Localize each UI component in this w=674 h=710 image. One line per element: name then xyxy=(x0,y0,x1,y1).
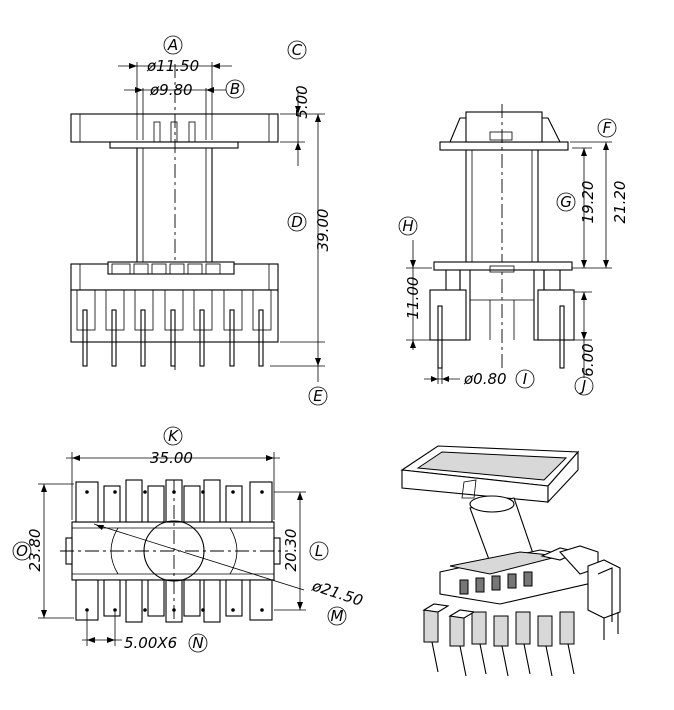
label-i: I xyxy=(515,369,535,389)
svg-text:B: B xyxy=(230,80,240,98)
label-o: O xyxy=(12,541,32,561)
label-e: E xyxy=(308,386,328,406)
bottom-view xyxy=(38,452,306,646)
dim-d0-80: ø0.80 xyxy=(463,370,507,388)
dim-h39-00: 39.00 xyxy=(314,209,332,252)
dim-h21-20: 21.20 xyxy=(611,181,629,224)
svg-text:M: M xyxy=(331,607,344,625)
dim-d21-50: ø21.50 xyxy=(309,576,365,610)
label-c: C xyxy=(287,40,307,60)
dim-d11-50: ø11.50 xyxy=(146,57,199,75)
label-l: L xyxy=(309,541,329,561)
svg-text:O: O xyxy=(16,542,28,560)
dim-w35-00: 35.00 xyxy=(150,449,193,467)
svg-text:G: G xyxy=(560,193,572,211)
label-n: N xyxy=(188,633,208,653)
side-view xyxy=(406,104,612,384)
isometric-view xyxy=(400,445,621,677)
svg-text:E: E xyxy=(313,387,323,405)
dimension-text: ø11.50 ø9.80 5.00 39.00 19.20 21.20 11.0… xyxy=(26,57,629,652)
label-j: J xyxy=(574,376,594,396)
svg-text:H: H xyxy=(402,217,413,235)
balloon-labels: A B C D E F G H I J K L M N O xyxy=(12,35,617,653)
dim-w20-30: 20.30 xyxy=(282,529,300,572)
dim-h5-00: 5.00 xyxy=(293,85,311,118)
dim-h19-20: 19.20 xyxy=(579,181,597,224)
label-k: K xyxy=(163,426,183,446)
svg-text:N: N xyxy=(192,634,203,652)
dim-h11-00: 11.00 xyxy=(404,277,422,320)
dim-h23-80: 23.80 xyxy=(26,529,44,572)
label-h: H xyxy=(398,216,418,236)
svg-text:C: C xyxy=(292,41,303,59)
dim-pitch: 5.00X6 xyxy=(124,634,177,652)
label-a: A xyxy=(163,35,183,55)
svg-text:J: J xyxy=(579,377,586,395)
front-view xyxy=(70,62,325,382)
svg-text:A: A xyxy=(167,36,178,54)
svg-text:I: I xyxy=(523,370,528,388)
svg-text:F: F xyxy=(603,119,612,137)
svg-text:D: D xyxy=(291,213,303,231)
label-m: M xyxy=(327,606,347,626)
label-d: D xyxy=(287,212,307,232)
label-b: B xyxy=(225,79,245,99)
label-g: G xyxy=(556,192,576,212)
label-f: F xyxy=(597,118,617,138)
dim-h6-00: 6.00 xyxy=(579,343,597,376)
dim-d9-80: ø9.80 xyxy=(149,81,193,99)
svg-text:K: K xyxy=(168,427,179,445)
svg-text:L: L xyxy=(315,542,323,560)
